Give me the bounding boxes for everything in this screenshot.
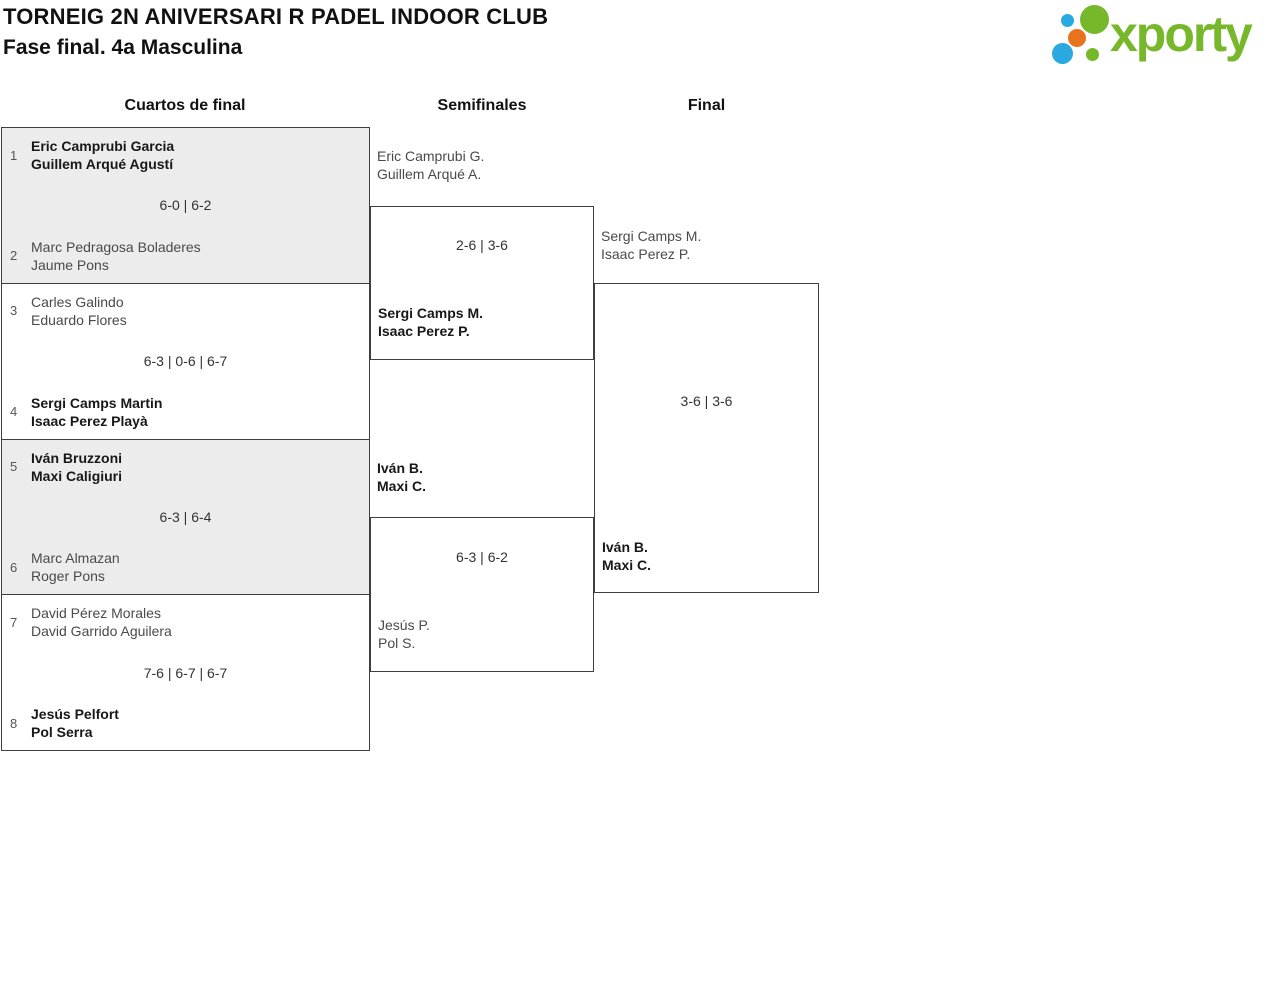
final-winner-team: Iván B. Maxi C. — [602, 538, 651, 574]
player-name: Iván B. — [377, 460, 423, 476]
seed-number: 5 — [10, 459, 18, 474]
qf-match-3: 5 Iván Bruzzoni Maxi Caligiuri 6-3 | 6-4… — [2, 439, 369, 596]
player-name: Eric Camprubi G. — [377, 148, 485, 164]
qf-match-1: 1 Eric Camprubi Garcia Guillem Arqué Agu… — [2, 128, 369, 284]
player-name: Pol Serra — [31, 724, 93, 740]
logo-dot-blue-big-icon — [1052, 43, 1073, 64]
player-name: Sergi Camps M. — [378, 305, 484, 321]
qf-match-4: 7 David Pérez Morales David Garrido Agui… — [2, 595, 369, 750]
player-name: Pol S. — [378, 635, 416, 651]
player-name: Marc Almazan — [31, 550, 120, 567]
team-names: Jesús Pelfort Pol Serra — [31, 705, 119, 741]
sf2-top-team: Iván B. Maxi C. — [377, 459, 426, 495]
seed-number: 3 — [10, 303, 18, 319]
logo-wordmark: xporty — [1110, 6, 1253, 62]
team-slot: 4 Sergi Camps Martin Isaac Perez Playà — [10, 394, 361, 430]
player-name: Guillem Arqué Agustí — [31, 156, 174, 172]
team-slot: 3 Carles Galindo Eduardo Flores — [10, 293, 361, 329]
sf2-bottom-team: Jesús P. Pol S. — [378, 616, 430, 652]
seed-number: 7 — [10, 614, 18, 630]
match-score: 6-3 | 0-6 | 6-7 — [143, 353, 228, 370]
match-score: 3-6 | 3-6 — [680, 393, 733, 409]
player-name: Isaac Perez P. — [378, 323, 470, 339]
player-name: Sergi Camps M. — [601, 228, 702, 244]
logo-dot-orange-icon — [1068, 29, 1086, 47]
team-slot: 6 Marc Almazan Roger Pons — [10, 549, 361, 585]
team-names: Marc Pedragosa Boladeres Jaume Pons — [31, 238, 201, 274]
team-names: David Pérez Morales David Garrido Aguile… — [31, 604, 172, 640]
player-name: Isaac Perez P. — [601, 246, 691, 262]
xporty-logo[interactable]: xporty — [1045, 0, 1280, 80]
round-header-final: Final — [687, 97, 726, 114]
team-slot: 2 Marc Pedragosa Boladeres Jaume Pons — [10, 238, 361, 274]
player-name: Jaume Pons — [31, 256, 109, 273]
player-name: Guillem Arqué A. — [377, 166, 482, 182]
player-name: Carles Galindo — [31, 293, 124, 310]
logo-dot-green-small-icon — [1086, 48, 1099, 61]
player-name: Iván Bruzzoni — [31, 449, 123, 466]
team-slot: 8 Jesús Pelfort Pol Serra — [10, 705, 361, 741]
seed-number: 6 — [10, 559, 18, 575]
player-name: Maxi C. — [377, 478, 427, 494]
player-name: David Garrido Aguilera — [31, 623, 172, 640]
sf1-top-team: Eric Camprubi G. Guillem Arqué A. — [377, 147, 484, 183]
player-name: David Pérez Morales — [31, 605, 161, 622]
team-names: Eric Camprubi Garcia Guillem Arqué Agust… — [31, 137, 174, 173]
player-name: Jesús P. — [378, 617, 430, 633]
qf-match-2: 3 Carles Galindo Eduardo Flores 6-3 | 0-… — [2, 284, 369, 440]
sf-match-2-box: 6-3 | 6-2 Jesús P. Pol S. — [370, 517, 594, 672]
team-names: Carles Galindo Eduardo Flores — [31, 293, 127, 329]
team-names: Marc Almazan Roger Pons — [31, 549, 120, 585]
match-score: 6-3 | 6-4 — [159, 508, 212, 525]
match-score: 6-3 | 6-2 — [456, 549, 508, 565]
player-name: Marc Pedragosa Boladeres — [31, 238, 201, 255]
final-top-team: Sergi Camps M. Isaac Perez P. — [601, 227, 701, 263]
quarterfinals-column: 1 Eric Camprubi Garcia Guillem Arqué Agu… — [1, 127, 370, 751]
logo-dot-green-big-icon — [1080, 5, 1109, 34]
team-slot: 5 Iván Bruzzoni Maxi Caligiuri — [10, 449, 361, 485]
player-name: Eric Camprubi Garcia — [31, 138, 175, 154]
seed-number: 1 — [10, 147, 18, 163]
player-name: Sergi Camps Martin — [31, 394, 163, 411]
team-slot: 1 Eric Camprubi Garcia Guillem Arqué Agu… — [10, 137, 361, 173]
tournament-title: TORNEIG 2N ANIVERSARI R PADEL INDOOR CLU… — [3, 4, 549, 29]
seed-number: 2 — [10, 248, 18, 264]
match-score: 2-6 | 3-6 — [456, 237, 508, 253]
player-name: Isaac Perez Playà — [31, 412, 148, 429]
player-name: Roger Pons — [31, 568, 105, 585]
final-match-box: 3-6 | 3-6 Iván B. Maxi C. — [594, 283, 819, 593]
sf-match-1-box: 2-6 | 3-6 Sergi Camps M. Isaac Perez P. — [370, 206, 594, 360]
match-score: 6-0 | 6-2 — [159, 197, 212, 214]
player-name: Eduardo Flores — [31, 311, 127, 328]
seed-number: 8 — [10, 715, 18, 731]
team-names: Iván Bruzzoni Maxi Caligiuri — [31, 449, 122, 485]
round-header-semifinales: Semifinales — [437, 97, 527, 114]
player-name: Jesús Pelfort — [31, 706, 119, 722]
match-score: 7-6 | 6-7 | 6-7 — [143, 664, 228, 681]
logo-dot-blue-small-icon — [1061, 14, 1074, 27]
player-name: Maxi Caligiuri — [31, 467, 123, 484]
team-slot: 7 David Pérez Morales David Garrido Agui… — [10, 604, 361, 640]
team-names: Sergi Camps Martin Isaac Perez Playà — [31, 394, 162, 430]
round-header-cuartos: Cuartos de final — [124, 97, 246, 114]
player-name: Iván B. — [602, 539, 648, 555]
sf1-bottom-team: Sergi Camps M. Isaac Perez P. — [378, 304, 483, 340]
category-subtitle: Fase final. 4a Masculina — [3, 36, 243, 59]
player-name: Maxi C. — [602, 557, 652, 573]
seed-number: 4 — [10, 404, 18, 419]
